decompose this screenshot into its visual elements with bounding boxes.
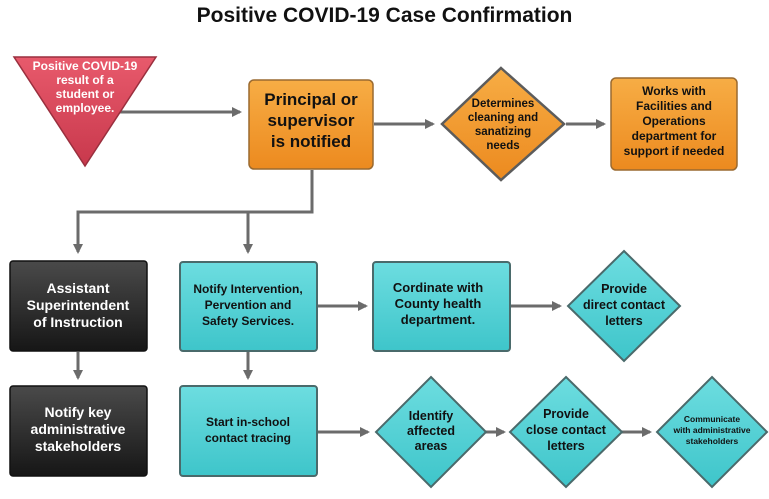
facilities-line-5: support if needed bbox=[624, 144, 725, 158]
county-line-2: County health bbox=[395, 296, 482, 311]
notify-key-line-3: stakeholders bbox=[35, 438, 122, 454]
cleaning-line-3: sanatizing bbox=[475, 126, 531, 138]
county-line-1: Cordinate with bbox=[393, 280, 483, 295]
affected-line-1: Identify bbox=[409, 409, 453, 423]
node-contact-tracing: Start in-school contact tracing bbox=[179, 385, 318, 477]
cleaning-line-1: Determines bbox=[472, 98, 535, 110]
node-close-letters: Provide close contact letters bbox=[508, 375, 624, 489]
notify-ips-line-1: Notify Intervention, bbox=[193, 282, 302, 296]
asst-super-line-2: Superintendent bbox=[27, 297, 130, 313]
contact-tracing-line-2: contact tracing bbox=[205, 431, 291, 445]
cleaning-line-2: cleaning and bbox=[468, 112, 538, 124]
county-line-3: department. bbox=[401, 312, 475, 327]
principal-line-3: is notified bbox=[271, 132, 351, 151]
asst-super-line-1: Assistant bbox=[46, 280, 109, 296]
facilities-line-2: Facilities and bbox=[636, 99, 712, 113]
node-principal: Principal or supervisor is notified bbox=[248, 79, 374, 170]
positive-result-line-1: Positive COVID-19 bbox=[33, 59, 138, 73]
affected-line-2: affected bbox=[407, 424, 455, 438]
principal-line-1: Principal or bbox=[264, 90, 358, 109]
connector-principal-down bbox=[73, 170, 314, 254]
communicate-line-2: with administrative bbox=[673, 425, 751, 435]
positive-result-line-2: result of a bbox=[56, 73, 114, 87]
direct-letters-line-2: direct contact bbox=[583, 298, 666, 312]
close-letters-line-3: letters bbox=[547, 439, 585, 453]
close-letters-line-1: Provide bbox=[543, 407, 589, 421]
communicate-line-3: stakeholders bbox=[686, 436, 739, 446]
close-letters-line-2: close contact bbox=[526, 423, 607, 437]
notify-key-line-2: administrative bbox=[31, 421, 126, 437]
facilities-line-3: Operations bbox=[642, 114, 706, 128]
affected-line-3: areas bbox=[415, 439, 448, 453]
positive-result-line-3: student or bbox=[56, 87, 115, 101]
asst-super-line-3: of Instruction bbox=[33, 314, 122, 330]
facilities-line-1: Works with bbox=[642, 84, 706, 98]
node-cleaning: Determines cleaning and sanatizing needs bbox=[440, 66, 566, 182]
cleaning-line-4: needs bbox=[486, 140, 519, 152]
node-direct-letters: Provide direct contact letters bbox=[566, 249, 682, 363]
direct-letters-line-1: Provide bbox=[601, 282, 647, 296]
diagram-title: Positive COVID-19 Case Confirmation bbox=[196, 4, 573, 27]
contact-tracing-line-1: Start in-school bbox=[206, 415, 290, 429]
direct-letters-line-3: letters bbox=[605, 314, 643, 328]
facilities-line-4: department for bbox=[632, 129, 717, 143]
positive-result-line-4: employee. bbox=[56, 101, 115, 115]
notify-key-line-1: Notify key bbox=[45, 404, 112, 420]
notify-ips-line-2: Pervention and bbox=[205, 298, 292, 312]
communicate-line-1: Communicate bbox=[684, 414, 740, 424]
svg-text:Notify Intervention,Pervention: Notify Intervention, Pervention andSafety… bbox=[193, 282, 302, 328]
notify-ips-line-3: Safety Services. bbox=[202, 314, 294, 328]
principal-line-2: supervisor bbox=[268, 111, 355, 130]
